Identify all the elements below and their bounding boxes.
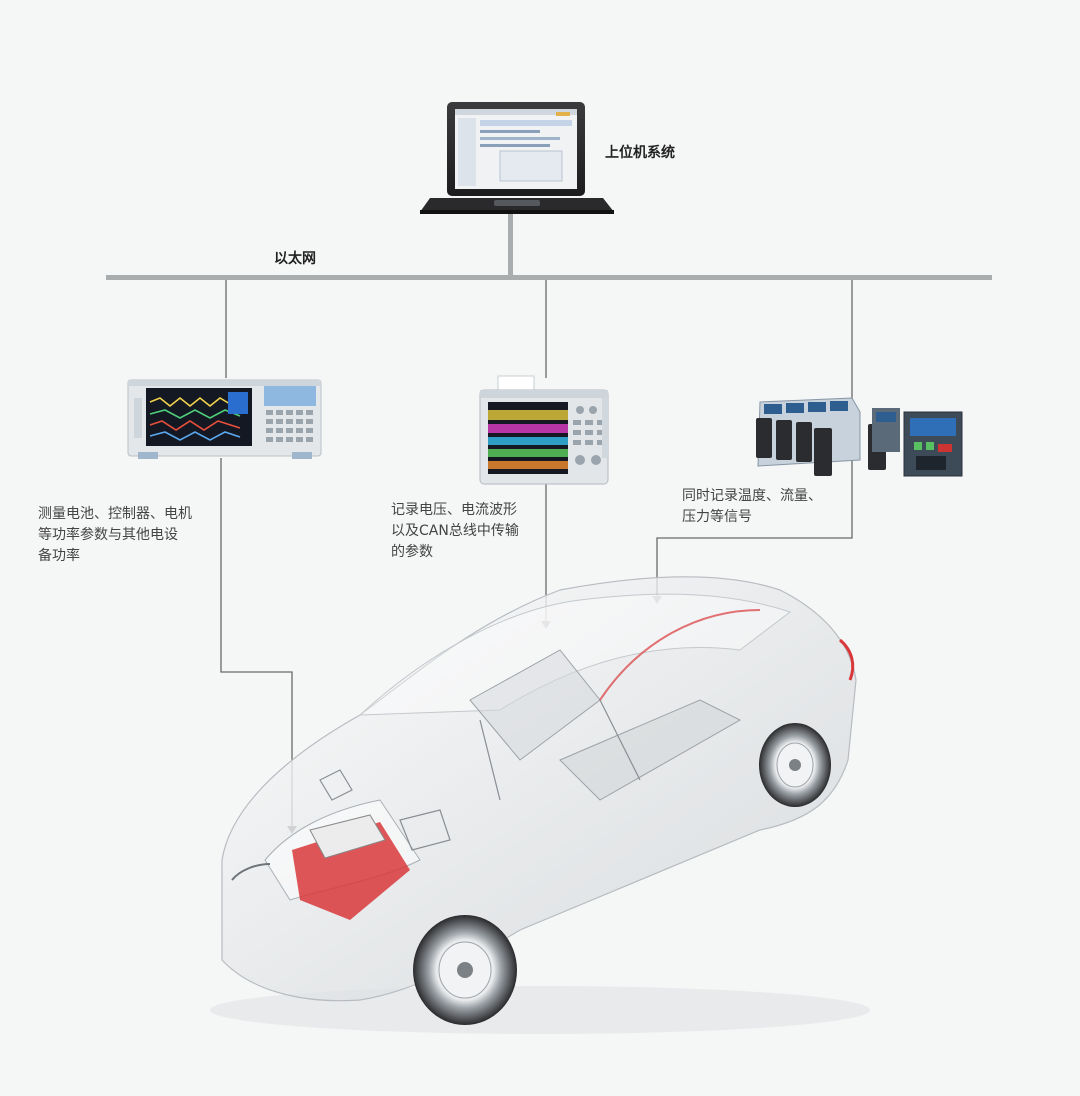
car-illustration	[210, 576, 870, 1034]
oscilloscope-icon	[479, 375, 609, 485]
host-system-label: 上位机系统	[605, 145, 675, 161]
wire-power-analyzer-to-car	[220, 458, 293, 830]
laptop-icon	[420, 102, 614, 214]
data-recorder-icon	[756, 397, 963, 477]
front-wheel	[413, 915, 517, 1025]
data-recorder-description: 同时记录温度、流量、 压力等信号	[682, 488, 822, 525]
power-analyzer-icon	[127, 379, 322, 459]
rear-wheel	[759, 723, 831, 807]
ethernet-bus	[106, 212, 992, 280]
power-analyzer-description: 测量电池、控制器、电机 等功率参数与其他电设 备功率	[38, 506, 192, 564]
ethernet-label: 以太网	[274, 251, 316, 267]
oscilloscope-description: 记录电压、电流波形 以及CAN总线中传输 的参数	[391, 502, 519, 560]
